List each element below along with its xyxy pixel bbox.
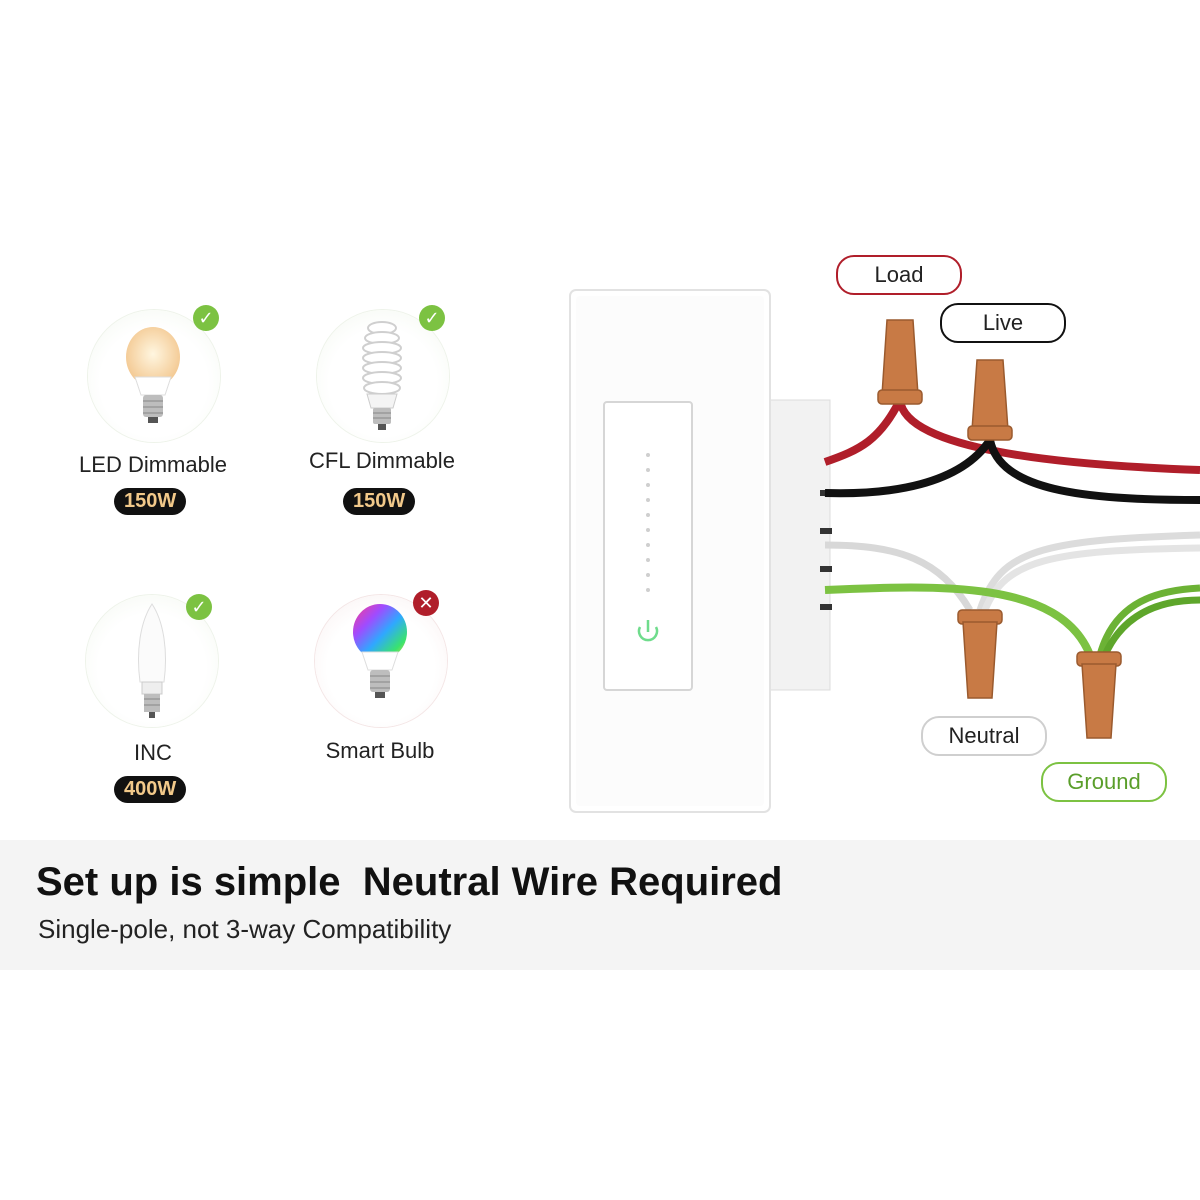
cross-icon: ✕ (413, 590, 439, 616)
check-icon: ✓ (186, 594, 212, 620)
led-bulb-icon (126, 327, 180, 423)
bulb-card-inc: ✓ INC 400W (38, 590, 268, 820)
check-icon: ✓ (193, 305, 219, 331)
load-label: Load (836, 255, 962, 295)
load-wire (823, 385, 1200, 474)
neutral-wire (824, 541, 974, 612)
bulb-card-cfl: ✓ CFL Dimmable 150W (267, 300, 497, 530)
wire-connector-icon (877, 319, 923, 405)
power-icon (637, 620, 659, 642)
live-label: Live (940, 303, 1066, 343)
neutral-label: Neutral (921, 716, 1047, 756)
ground-wire (824, 583, 1094, 657)
bulb-card-smart: ✕ Smart Bulb (265, 590, 495, 820)
cfl-bulb-icon (362, 321, 402, 430)
wattage-badge: 150W (114, 488, 187, 515)
bulb-label: INC (134, 740, 172, 765)
bulb-label: LED Dimmable (79, 452, 227, 477)
wire-connector-icon (957, 609, 1003, 699)
info-banner (0, 840, 1200, 970)
wattage-badge: 400W (114, 776, 187, 803)
smart-bulb-icon (353, 604, 407, 698)
candle-bulb-icon (138, 603, 166, 718)
bulb-label: Smart Bulb (325, 738, 435, 763)
bulb-label: CFL Dimmable (309, 448, 455, 473)
ground-label: Ground (1041, 762, 1167, 802)
wire-connector-icon (1076, 651, 1122, 739)
brightness-indicator-dots (646, 453, 650, 592)
wire-connector-icon (967, 359, 1013, 441)
bulb-card-led: ✓ LED Dimmable 150W (38, 300, 268, 530)
check-icon: ✓ (419, 305, 445, 331)
wiring-diagram (569, 289, 1200, 813)
banner-subtitle: Single-pole, not 3-way Compatibility (38, 914, 452, 944)
banner-title: Set up is simple Neutral Wire Required (36, 860, 783, 904)
wattage-badge: 150W (343, 488, 416, 515)
